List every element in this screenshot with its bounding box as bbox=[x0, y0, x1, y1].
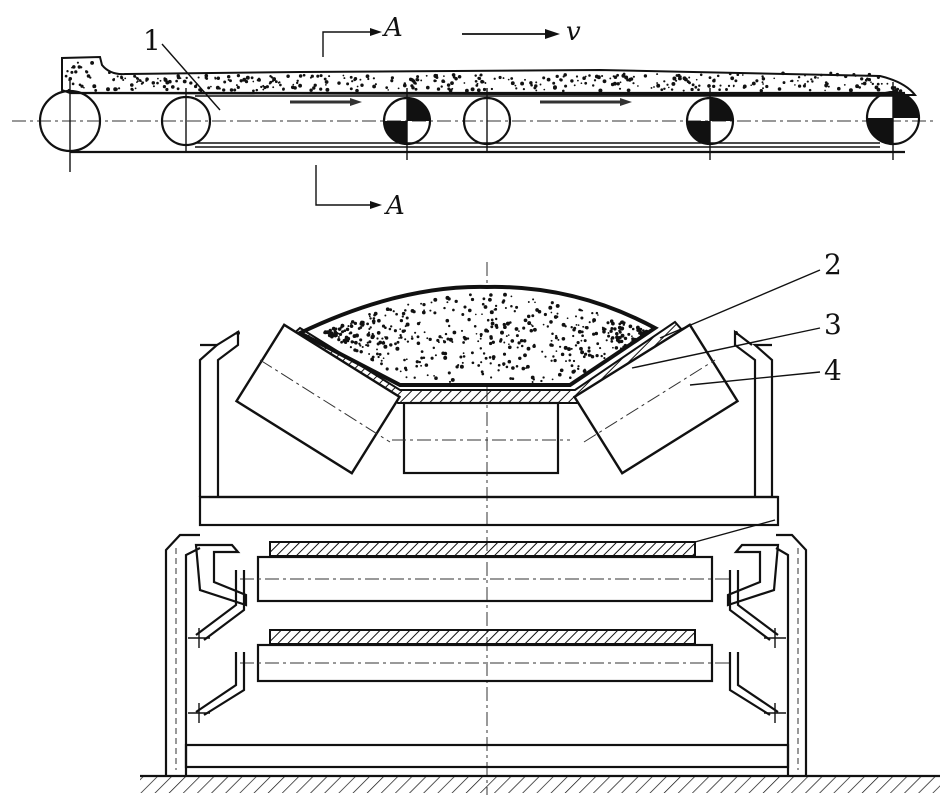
end-pulley-left bbox=[38, 80, 102, 172]
inner-direction-arrows bbox=[290, 98, 632, 106]
bracket-right-upper bbox=[726, 543, 780, 641]
section-label-top: A bbox=[382, 13, 403, 43]
center-roller bbox=[402, 401, 560, 475]
side-roller-right bbox=[572, 323, 740, 475]
label-part-1: 1 bbox=[143, 24, 161, 57]
label-part-3: 3 bbox=[824, 308, 842, 341]
label-part-2: 2 bbox=[824, 248, 842, 281]
section-marker-top: A bbox=[322, 13, 403, 57]
bolt-marks bbox=[188, 628, 786, 723]
section-marker-bottom: A bbox=[315, 165, 405, 221]
velocity-label: v bbox=[566, 17, 581, 47]
idler-roller-4 bbox=[685, 88, 735, 160]
bracket-left-upper bbox=[194, 543, 248, 641]
carrying-idler-frame bbox=[198, 329, 780, 527]
leader-1 bbox=[161, 43, 221, 111]
bracket-left-lower bbox=[195, 652, 246, 716]
idler-roller-2 bbox=[382, 88, 432, 160]
conveyor-cross-section: 2 3 4 bbox=[140, 248, 940, 795]
side-roller-left bbox=[234, 323, 402, 475]
support-frame bbox=[164, 533, 808, 775]
return-belt-lower bbox=[269, 629, 696, 645]
end-pulley-right bbox=[865, 82, 921, 160]
leader-4 bbox=[689, 371, 821, 386]
material-texture-section bbox=[323, 292, 649, 383]
label-part-4: 4 bbox=[824, 354, 842, 387]
section-label-bottom: A bbox=[384, 191, 405, 221]
bracket-right-lower bbox=[728, 652, 779, 716]
material-load-side bbox=[61, 55, 918, 97]
velocity-arrow: v bbox=[462, 17, 581, 47]
conveyor-side-view: 1 A A v bbox=[12, 13, 935, 221]
material-texture-side bbox=[64, 60, 903, 93]
leader-2 bbox=[659, 269, 821, 339]
ground bbox=[140, 774, 940, 793]
leader-3 bbox=[631, 327, 821, 369]
idler-roller-3 bbox=[462, 88, 512, 152]
idler-roller-1 bbox=[160, 88, 212, 152]
